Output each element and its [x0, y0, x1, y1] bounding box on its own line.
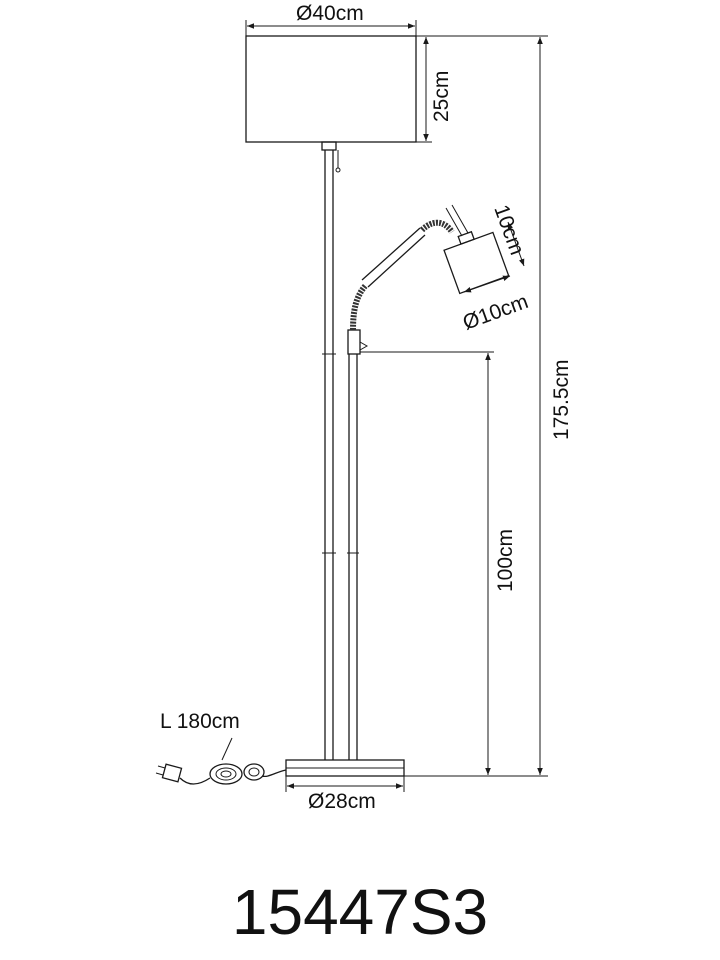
gooseneck-lower — [350, 282, 369, 331]
shade-diameter-label: Ø40cm — [296, 2, 364, 25]
lamp-base — [285, 759, 405, 777]
reading-arm — [361, 227, 426, 288]
reading-shade-height-line — [507, 221, 525, 267]
base-diameter-label: Ø28cm — [308, 790, 376, 813]
cable-length-label: L 180cm — [160, 710, 240, 733]
reading-lampshade — [443, 230, 510, 295]
reading-shade-height-label: 10cm — [489, 202, 528, 258]
shade-holder — [321, 141, 337, 151]
gooseneck-upper — [419, 219, 455, 234]
model-number: 15447S3 — [232, 876, 488, 948]
total-height-label: 175.5cm — [550, 359, 573, 440]
plug — [161, 763, 183, 783]
reading-shade-diameter-label: Ø10cm — [460, 290, 531, 335]
main-pole — [322, 150, 336, 760]
arm-height-label: 100cm — [494, 529, 517, 592]
shade-height-label: 25cm — [430, 71, 453, 122]
power-cable — [155, 737, 287, 785]
main-lampshade — [245, 35, 417, 143]
reading-arm-pole — [347, 329, 369, 760]
reading-shade-diameter-line — [463, 275, 511, 293]
